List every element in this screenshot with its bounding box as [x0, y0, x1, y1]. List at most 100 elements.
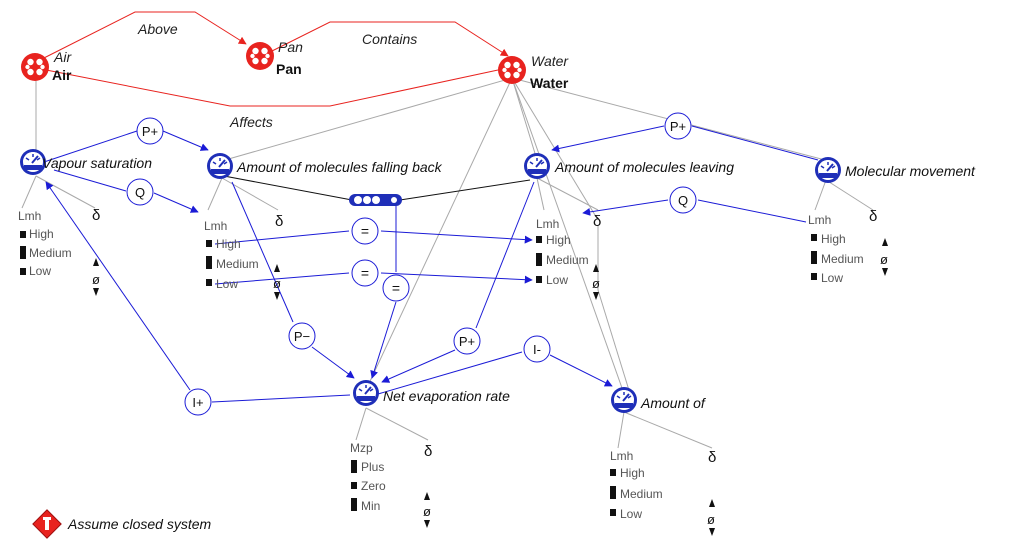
value-high: High	[821, 232, 846, 246]
derivative-label: δ	[92, 207, 100, 224]
value-space-amount-of[interactable]: Lmh High Medium Low	[610, 449, 663, 521]
value-space-label: Lmh	[204, 219, 227, 233]
value-low: Low	[216, 277, 238, 291]
dependency-i-plus[interactable]: I+	[184, 388, 212, 416]
config-label-affects: Affects	[229, 114, 273, 130]
assumption-label: Assume closed system	[67, 516, 211, 532]
gauge-icon	[206, 152, 234, 180]
value-space-label: Lmh	[536, 217, 559, 231]
value-space-molecular-movement[interactable]: Lmh High Medium Low	[808, 213, 864, 285]
value-zero: Zero	[361, 479, 386, 493]
dependency-equal-derivative[interactable]: =	[382, 274, 410, 302]
value-space-label: Mzp	[350, 441, 373, 455]
quantity-name: Amount of molecules falling back	[236, 159, 443, 175]
entity-name: Pan	[278, 39, 303, 55]
dependency-label: P+	[670, 119, 686, 134]
entity-name: Water	[531, 53, 569, 69]
derivative-value: ø	[592, 276, 600, 291]
dependency-label: I-	[533, 342, 541, 357]
entity-icon	[21, 53, 49, 81]
derivative-label: δ	[593, 213, 601, 230]
value-space-vapour-saturation[interactable]: Lmh High Medium Low	[18, 209, 72, 278]
value-high: High	[620, 466, 645, 480]
entity-water[interactable]: Water Water	[498, 53, 569, 91]
value-high: High	[29, 227, 54, 241]
value-medium: Medium	[620, 487, 663, 501]
quantity-name: Vapour saturation	[42, 155, 152, 171]
derivative-label: δ	[424, 443, 432, 460]
correspondence-connector[interactable]	[349, 194, 402, 206]
entity-name: Air	[53, 49, 72, 65]
configuration-lines	[35, 11, 509, 107]
derivative-label: δ	[708, 449, 716, 466]
derivative-net-evaporation-rate[interactable]: δ ø	[423, 443, 432, 528]
dependency-lines	[43, 125, 819, 403]
quantity-amount-of[interactable]: Amount of	[610, 386, 707, 414]
quantity-vapour-saturation[interactable]: Vapour saturation	[19, 148, 152, 176]
dependency-label: =	[361, 265, 369, 281]
entity-air[interactable]: Air Air	[21, 49, 72, 83]
value-space-leaving[interactable]: Lmh High Medium Low	[536, 217, 589, 287]
value-plus: Plus	[361, 460, 384, 474]
dependency-q-vapour[interactable]: Q	[126, 178, 154, 206]
derivative-molecular-movement[interactable]: δ ø	[869, 208, 888, 276]
quantity-name: Molecular movement	[845, 163, 976, 179]
entity-instance: Pan	[276, 61, 302, 77]
value-low: Low	[821, 271, 843, 285]
value-high: High	[546, 233, 571, 247]
gauge-icon	[814, 156, 842, 184]
entity-pan[interactable]: Pan Pan	[246, 39, 303, 77]
derivative-vapour-saturation[interactable]: δ ø	[92, 207, 100, 296]
value-low: Low	[29, 264, 51, 278]
entity-instance: Water	[530, 75, 569, 91]
dependency-equal-low[interactable]: =	[351, 259, 379, 287]
dependency-label: =	[392, 280, 400, 296]
dependency-p-plus-leaving[interactable]: P+	[453, 327, 481, 355]
derivative-value: ø	[880, 252, 888, 267]
value-space-label: Lmh	[18, 209, 41, 223]
config-label-above: Above	[137, 21, 178, 37]
derivative-amount-of[interactable]: δ ø	[707, 449, 716, 536]
dependency-i-minus[interactable]: I-	[523, 335, 551, 363]
quantity-falling-back[interactable]: Amount of molecules falling back	[206, 152, 443, 180]
assumption-closed-system[interactable]: Assume closed system	[32, 509, 212, 539]
dependency-equal-high[interactable]: =	[351, 217, 379, 245]
value-medium: Medium	[821, 252, 864, 266]
value-space-label: Lmh	[610, 449, 633, 463]
derivative-value: ø	[423, 504, 431, 519]
value-min: Min	[361, 499, 380, 513]
gauge-icon	[523, 152, 551, 180]
dependency-label: Q	[135, 185, 145, 200]
derivative-value: ø	[92, 272, 100, 287]
entity-instance: Air	[52, 67, 72, 83]
value-space-falling-back[interactable]: Lmh High Medium Low	[204, 219, 259, 291]
gauge-icon	[352, 379, 380, 407]
derivative-falling-back[interactable]: δ ø	[273, 213, 283, 300]
quantity-molecular-movement[interactable]: Molecular movement	[814, 156, 976, 184]
derivative-label: δ	[869, 208, 877, 225]
assumption-icon	[32, 509, 62, 539]
value-space-net-evaporation-rate[interactable]: Mzp Plus Zero Min	[350, 441, 386, 513]
dependency-label: P+	[142, 124, 158, 139]
entity-icon	[498, 56, 526, 84]
gauge-icon	[610, 386, 638, 414]
derivative-label: δ	[275, 213, 283, 230]
dependency-p-minus[interactable]: P−	[288, 322, 316, 350]
config-label-contains: Contains	[362, 31, 417, 47]
value-space-label: Lmh	[808, 213, 831, 227]
dependency-p-plus-vapour[interactable]: P+	[136, 117, 164, 145]
derivative-value: ø	[273, 276, 281, 291]
dependency-q-molecular[interactable]: Q	[669, 186, 697, 214]
quantity-net-evaporation-rate[interactable]: Net evaporation rate	[352, 379, 510, 407]
quantity-leaving[interactable]: Amount of molecules leaving	[523, 152, 734, 180]
quantity-name: Net evaporation rate	[383, 388, 510, 404]
value-low: Low	[620, 507, 642, 521]
derivative-leaving[interactable]: δ ø	[592, 213, 601, 300]
dependency-label: P+	[459, 334, 475, 349]
dependency-p-plus-molecular[interactable]: P+	[664, 112, 692, 140]
value-low: Low	[546, 273, 568, 287]
dependency-label: I+	[192, 395, 203, 410]
dependency-label: Q	[678, 193, 688, 208]
correspondence-lines	[223, 175, 531, 201]
